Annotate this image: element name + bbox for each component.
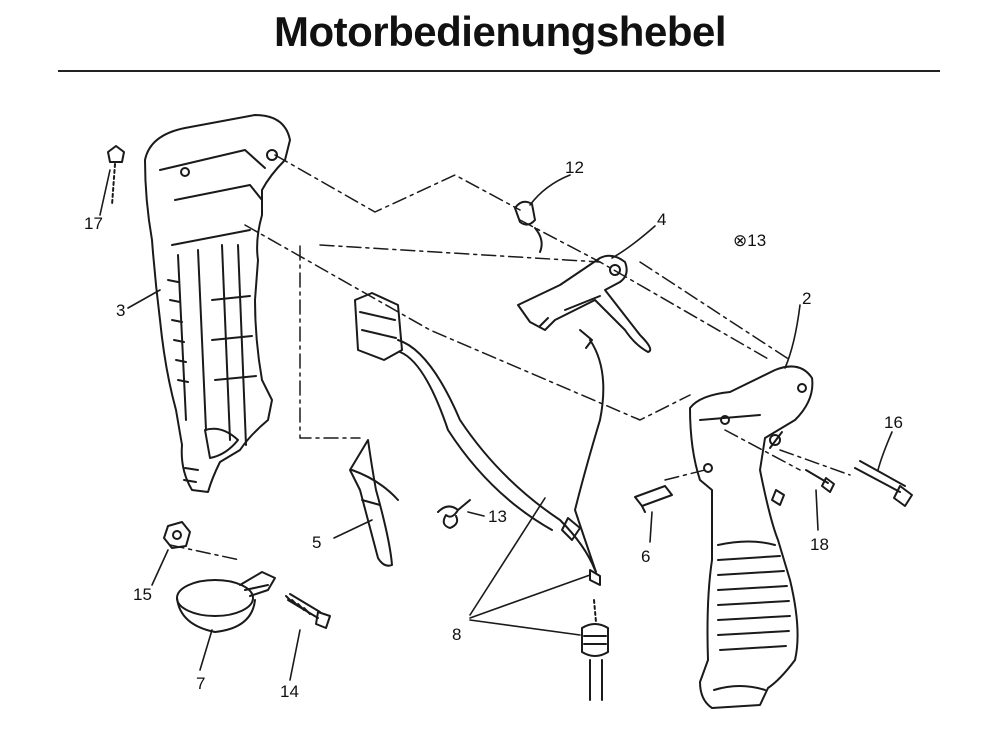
clamp-part-7: [176, 571, 276, 633]
label-part-13-note: ⊗13: [733, 231, 766, 250]
label-part-15: 15: [133, 585, 152, 604]
handle-half-left-part-3: [144, 114, 291, 493]
screw-part-14: [285, 593, 331, 629]
nut-part-15: [163, 521, 191, 549]
pin-part-18: [805, 469, 835, 493]
label-part-3: 3: [116, 301, 125, 320]
label-part-4: 4: [657, 210, 666, 229]
clip-part-12: [514, 200, 543, 253]
label-part-13: 13: [488, 507, 507, 526]
label-part-2: 2: [802, 289, 811, 308]
label-part-16: 16: [884, 413, 903, 432]
handle-half-right-part-2: [689, 365, 814, 709]
label-part-12: 12: [565, 158, 584, 177]
stop-switch-block: [354, 292, 403, 361]
label-part-8: 8: [452, 625, 461, 644]
bolt-part-16: [854, 460, 913, 507]
label-part-17: 17: [84, 214, 103, 233]
label-part-6: 6: [641, 547, 650, 566]
label-part-14: 14: [280, 682, 299, 701]
title-underline: [58, 70, 940, 72]
throttle-lever-part-4: [517, 254, 652, 353]
spacer-part-6: [634, 485, 673, 513]
page-title: Motorbedienungshebel: [274, 8, 727, 55]
spring-part-13: [437, 499, 471, 529]
label-part-7: 7: [196, 674, 205, 693]
label-part-18: 18: [810, 535, 829, 554]
control-cables-part-8: [397, 329, 609, 701]
label-part-5: 5: [312, 533, 321, 552]
lever-part-5: [349, 439, 399, 567]
screw-part-17: [107, 145, 125, 206]
